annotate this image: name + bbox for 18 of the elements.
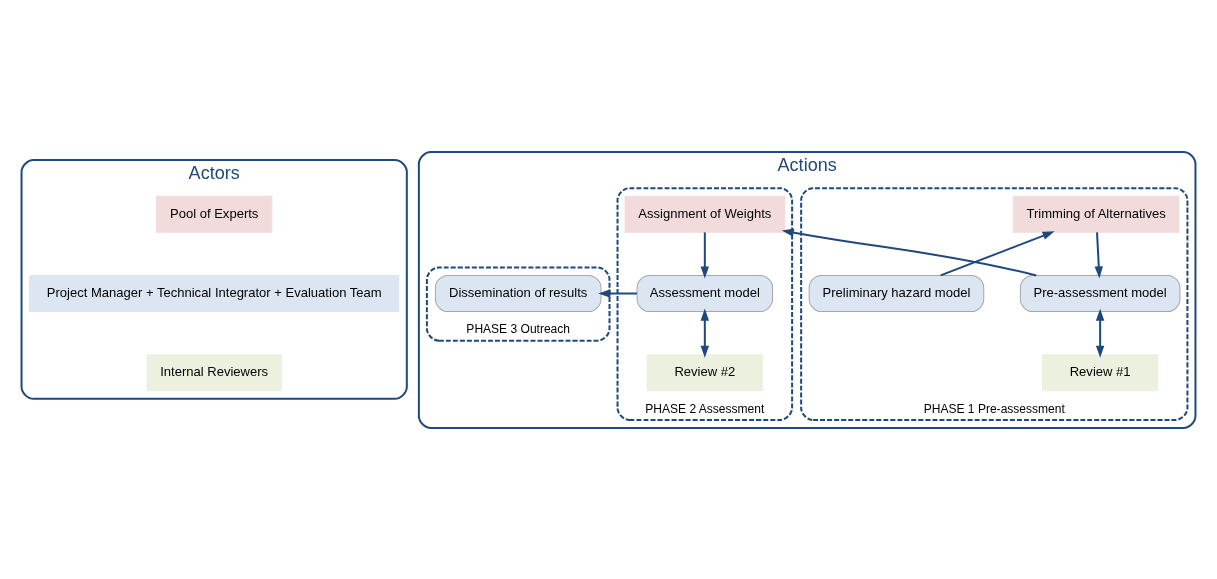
node-box: Pool of Experts bbox=[156, 195, 273, 233]
arrow bbox=[598, 288, 637, 298]
arrow bbox=[700, 308, 710, 358]
node-box: Assignment of Weights bbox=[624, 195, 786, 233]
node-box: Pre-assessment model bbox=[1019, 274, 1181, 312]
arrow bbox=[781, 227, 1037, 276]
arrow bbox=[1094, 231, 1103, 278]
node-box: Review #1 bbox=[1041, 353, 1159, 391]
node-box: Preliminary hazard model bbox=[808, 274, 985, 312]
node-box: Project Manager + Technical Integrator + Evaluation Team bbox=[29, 274, 400, 312]
node-box: Trimming of Alternatives bbox=[1012, 195, 1180, 233]
arrow bbox=[700, 231, 710, 278]
node-box: Review #2 bbox=[646, 353, 763, 391]
node-box: Assessment model bbox=[636, 274, 774, 312]
arrow bbox=[940, 230, 1055, 276]
arrow bbox=[1095, 308, 1105, 358]
node-box: Dissemination of results bbox=[434, 274, 602, 312]
node-box: Internal Reviewers bbox=[146, 353, 282, 391]
